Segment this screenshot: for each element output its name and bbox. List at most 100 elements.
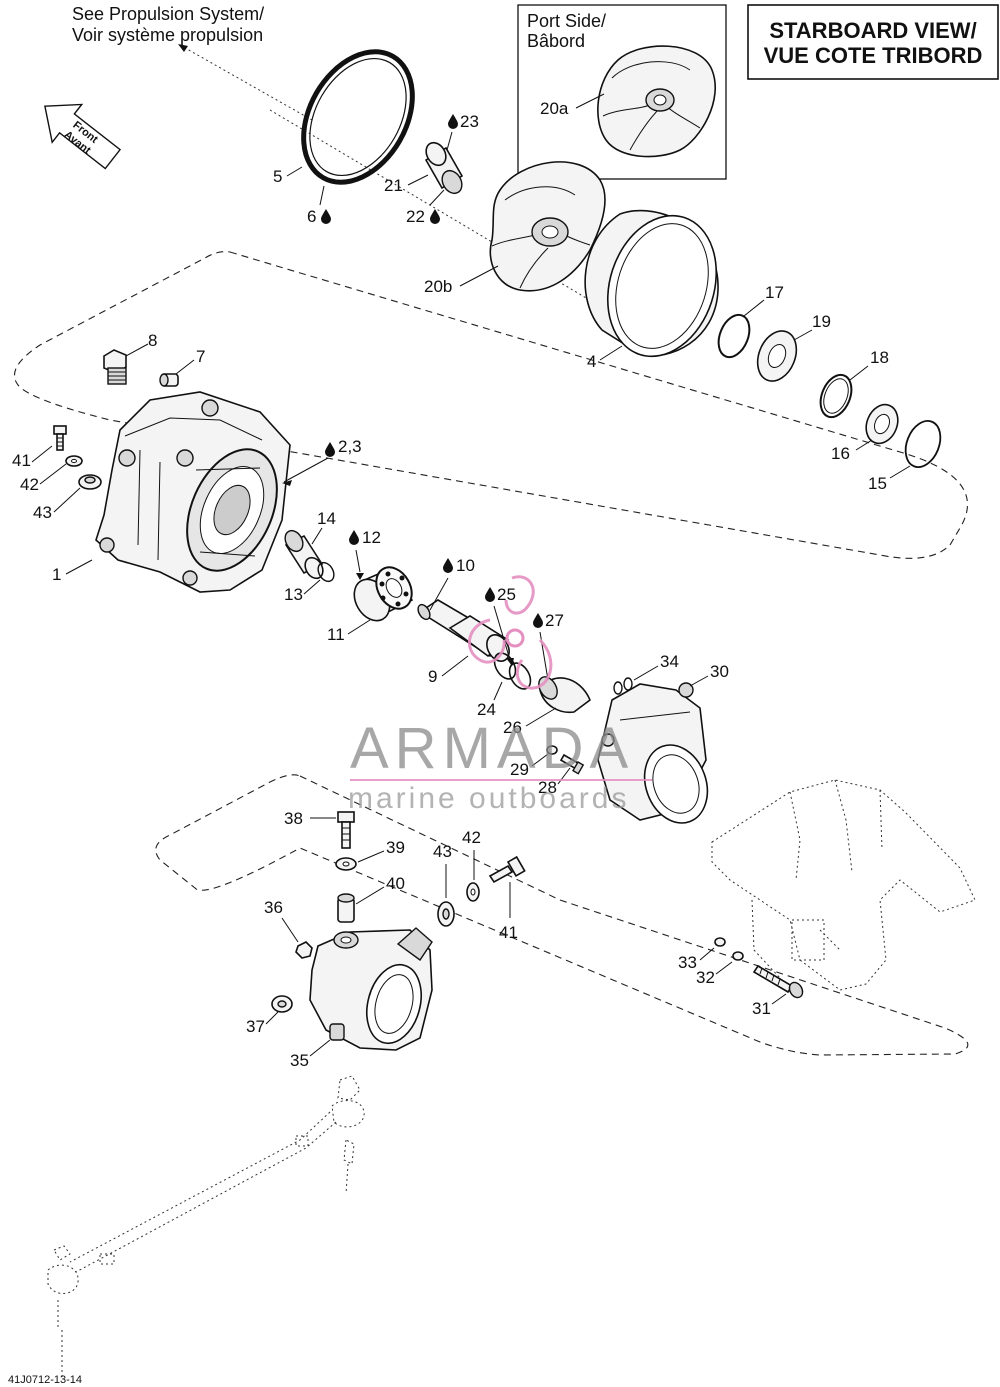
grommet-43-lower bbox=[437, 901, 455, 927]
propulsion-reference-line1: See Propulsion System/ bbox=[72, 4, 264, 24]
callout-12: 12 bbox=[362, 528, 381, 547]
callout-43-upper: 43 bbox=[33, 503, 52, 522]
callout-14: 14 bbox=[317, 509, 336, 528]
callout-32: 32 bbox=[696, 968, 715, 987]
bearing-11 bbox=[353, 566, 414, 622]
impeller-20a bbox=[597, 45, 717, 158]
callout-7: 7 bbox=[196, 347, 205, 366]
callout-33: 33 bbox=[678, 953, 697, 972]
oil-drop-icon bbox=[533, 613, 543, 628]
washer-42-upper bbox=[65, 455, 83, 467]
oil-drop-icon bbox=[349, 530, 359, 545]
watermark-logo: ARMADA marine outboards bbox=[348, 575, 652, 815]
callout-13: 13 bbox=[284, 585, 303, 604]
starboard-line1: STARBOARD VIEW/ bbox=[769, 18, 976, 43]
watermark-tagline: marine outboards bbox=[348, 782, 629, 815]
port-side-line1: Port Side/ bbox=[527, 11, 606, 31]
liner-4 bbox=[584, 209, 719, 358]
sleeve-14 bbox=[284, 529, 324, 580]
pin-7 bbox=[159, 373, 179, 387]
washer-33 bbox=[714, 937, 726, 947]
ring-18 bbox=[819, 373, 853, 419]
port-side-line2: Bâbord bbox=[527, 31, 585, 51]
callout-27: 27 bbox=[545, 611, 564, 630]
o-rings-34 bbox=[613, 677, 633, 695]
screw-38 bbox=[337, 811, 355, 849]
callout-5: 5 bbox=[273, 167, 282, 186]
steering-cable bbox=[47, 1075, 365, 1380]
callout-11: 11 bbox=[327, 625, 345, 644]
arrow-head-icon bbox=[178, 44, 188, 52]
seal-19 bbox=[756, 330, 798, 382]
callout-42-upper: 42 bbox=[20, 475, 39, 494]
o-ring-15 bbox=[904, 420, 942, 468]
oil-drop-icon bbox=[485, 587, 495, 602]
callout-8: 8 bbox=[148, 331, 157, 350]
shaft-9 bbox=[417, 599, 510, 662]
callout-43-lower: 43 bbox=[433, 842, 452, 861]
o-ring-13 bbox=[317, 561, 335, 583]
starboard-view-box: STARBOARD VIEW/ VUE COTE TRIBORD bbox=[747, 4, 999, 80]
bushing-37 bbox=[271, 995, 293, 1013]
propulsion-reference: See Propulsion System/ Voir système prop… bbox=[72, 4, 313, 121]
screw-31 bbox=[752, 964, 804, 999]
callout-23: 23 bbox=[460, 112, 479, 131]
callout-16: 16 bbox=[831, 444, 850, 463]
callout-20a: 20a bbox=[540, 99, 569, 118]
callout-4: 4 bbox=[587, 352, 596, 371]
callout-18: 18 bbox=[870, 348, 889, 367]
steering-nozzle-35 bbox=[309, 927, 433, 1051]
callout-31: 31 bbox=[752, 999, 771, 1018]
callout-41-lower: 41 bbox=[499, 923, 518, 942]
washer-42-lower bbox=[466, 882, 480, 902]
callout-37: 37 bbox=[246, 1017, 265, 1036]
pump-housing-1 bbox=[95, 391, 291, 593]
starboard-line2: VUE COTE TRIBORD bbox=[764, 43, 983, 68]
plug-8 bbox=[103, 349, 127, 385]
callout-10: 10 bbox=[456, 556, 475, 575]
hull-bracket-outline bbox=[711, 779, 976, 991]
callout-25: 25 bbox=[497, 585, 516, 604]
upper-assembly-boundary bbox=[13, 251, 969, 559]
callout-30: 30 bbox=[710, 662, 729, 681]
callout-39: 39 bbox=[386, 838, 405, 857]
propulsion-reference-line2: Voir système propulsion bbox=[72, 25, 263, 45]
callout-17: 17 bbox=[765, 283, 784, 302]
washer-32 bbox=[732, 951, 744, 961]
callout-24: 24 bbox=[477, 700, 496, 719]
oil-drop-icon bbox=[325, 442, 335, 457]
callout-38: 38 bbox=[284, 809, 303, 828]
callout-34: 34 bbox=[660, 652, 679, 671]
screw-28 bbox=[559, 753, 585, 775]
callout-2-3: 2,3 bbox=[338, 437, 362, 456]
callout-29: 29 bbox=[510, 760, 529, 779]
oil-drop-icon bbox=[443, 558, 453, 573]
oil-drop-icon bbox=[430, 209, 440, 224]
oil-drop-icon bbox=[448, 114, 458, 129]
cap-26 bbox=[538, 676, 591, 714]
circlip-17 bbox=[717, 313, 751, 359]
propulsion-leader-line bbox=[179, 44, 313, 121]
axis-line bbox=[269, 109, 641, 331]
bearing-16 bbox=[865, 403, 899, 445]
screw-41-upper bbox=[53, 425, 67, 451]
callout-41-upper: 41 bbox=[12, 451, 31, 470]
callout-28: 28 bbox=[538, 778, 557, 797]
lower-assembly-boundary bbox=[155, 774, 969, 1056]
impeller-20b bbox=[489, 161, 606, 292]
starboard-frame bbox=[747, 4, 999, 80]
callout-42-lower: 42 bbox=[462, 828, 481, 847]
port-side-inset: Port Side/ Bâbord 20a bbox=[517, 4, 727, 180]
callout-40: 40 bbox=[386, 874, 405, 893]
drawing-code: 41J0712-13-14 bbox=[8, 1374, 82, 1386]
callout-26: 26 bbox=[503, 718, 522, 737]
screw-41-lower bbox=[488, 855, 526, 884]
callout-9: 9 bbox=[428, 667, 437, 686]
callout-15: 15 bbox=[868, 474, 887, 493]
callout-35: 35 bbox=[290, 1051, 309, 1070]
screw-36 bbox=[295, 941, 313, 959]
callout-22: 22 bbox=[406, 207, 425, 226]
callout-6: 6 bbox=[307, 207, 316, 226]
